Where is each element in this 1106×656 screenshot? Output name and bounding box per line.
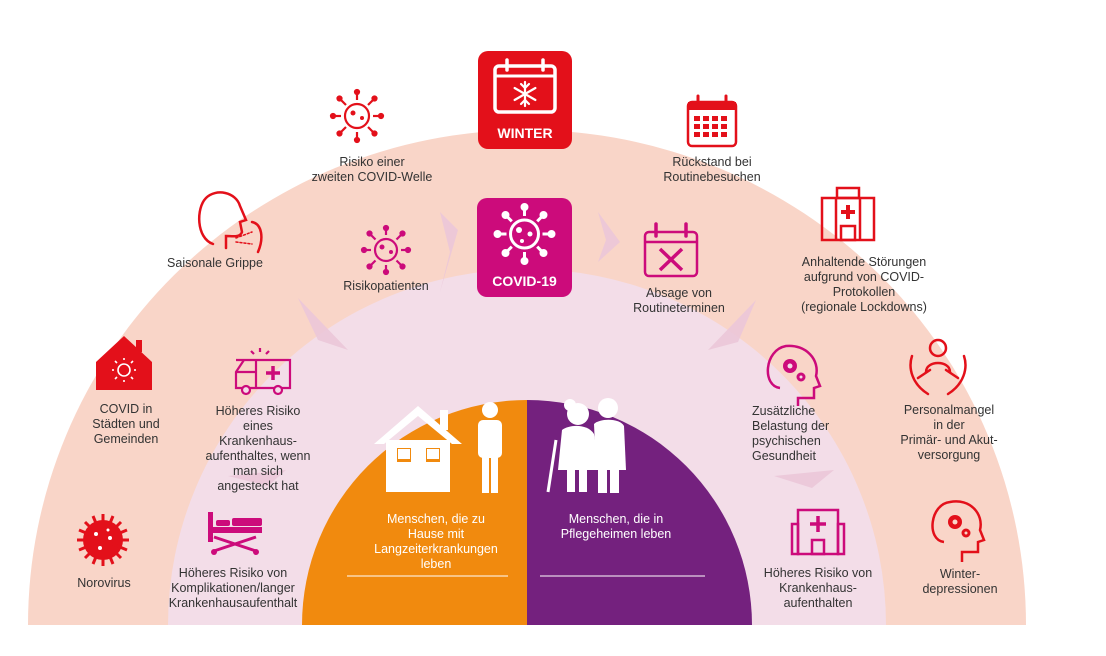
snowflake-icon — [513, 80, 537, 108]
arrow-left-low — [228, 470, 286, 486]
covid-badge — [477, 198, 572, 297]
label-covid-staedte: COVID in Städten und Gemeinden — [92, 402, 160, 446]
label-norovirus: Norovirus — [77, 576, 131, 590]
label-pflegeheim: Menschen, die in Pflegeheimen leben — [560, 512, 672, 541]
label-risikopatienten: Risikopatienten — [343, 279, 429, 293]
covid-label: COVID-19 — [492, 273, 557, 289]
winter-badge — [478, 51, 572, 149]
hospital-icon — [820, 186, 876, 242]
arrow-right-low — [774, 470, 834, 488]
arrow-right-mid — [708, 300, 756, 350]
inner-left-half — [302, 400, 527, 625]
label-absage: Absage von Routineterminen — [633, 286, 725, 315]
label-winterdepressionen: Winter- depressionen — [922, 567, 998, 596]
winter-label: WINTER — [497, 125, 553, 141]
norovirus-icon — [77, 514, 129, 566]
sneezing-head-icon — [198, 191, 263, 254]
virus-icon-badge — [493, 203, 556, 265]
elderly-couple-icon — [546, 398, 626, 493]
virus-icon-zweite-welle — [329, 88, 385, 144]
label-krankenhaus: Höheres Risiko von Krankenhaus- aufentha… — [763, 566, 873, 610]
arrow-left-mid — [298, 298, 348, 350]
calendar-icon — [686, 94, 738, 148]
label-grippe: Saisonale Grippe — [167, 256, 263, 270]
house-virus-icon — [96, 336, 152, 390]
label-stoerungen: Anhaltende Störungen aufgrund von COVID-… — [801, 255, 927, 314]
hospital-building-icon — [790, 508, 846, 556]
head-gears-icon-outer — [931, 500, 986, 562]
calendar-cancel-icon — [643, 222, 699, 278]
house-icon — [374, 406, 462, 492]
label-hoeheres-risiko-aufenthalt: Höheres Risiko eines Krankenhaus- aufent… — [205, 404, 311, 493]
label-psychische: Zusätzliche Belastung der psychischen Ge… — [752, 404, 830, 463]
label-zweite-welle: Risiko einer zweiten COVID-Welle — [311, 155, 433, 184]
head-gears-icon-middle — [766, 344, 822, 406]
hospital-bed-icon — [208, 512, 262, 555]
arrow-left-top — [440, 212, 458, 292]
label-rueckstand: Rückstand bei Routinebesuchen — [663, 155, 761, 184]
virus-icon-risikopatienten — [360, 224, 412, 276]
label-zu-hause: Menschen, die zu Hause mit Langzeiterkra… — [374, 512, 498, 571]
label-komplikationen: Höheres Risiko von Komplikationen/langer… — [168, 566, 298, 610]
ambulance-icon — [234, 348, 292, 396]
label-personalmangel: Personalmangel in der Primär- und Akut- … — [900, 403, 998, 462]
person-icon — [478, 402, 502, 493]
care-hands-icon — [909, 338, 967, 396]
arrow-right-top — [598, 212, 620, 262]
